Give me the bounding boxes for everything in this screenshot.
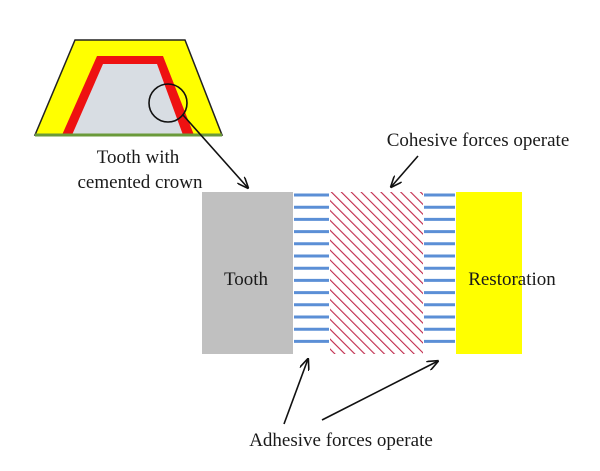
restoration-block <box>456 192 522 354</box>
tooth-block <box>202 192 293 354</box>
tooth-with-label-line1: Tooth with <box>97 147 180 168</box>
cohesive-label: Cohesive forces operate <box>387 130 570 151</box>
tooth-block-label: Tooth <box>224 269 269 290</box>
adhesive-layer-left <box>294 193 329 343</box>
adhesive-arrow-right <box>321 361 438 421</box>
zoom-arrow <box>182 114 248 188</box>
cohesive-arrow <box>391 155 419 187</box>
magnify-circle <box>148 83 188 123</box>
crown-illustration <box>33 39 224 137</box>
restoration-label: Restoration <box>468 269 556 290</box>
tooth-with-label-line2: cemented crown <box>77 172 203 193</box>
adhesive-layer-right <box>424 193 455 343</box>
cohesive-layer <box>330 192 423 354</box>
adhesive-label: Adhesive forces operate <box>249 430 433 451</box>
adhesive-arrow-left <box>283 359 308 425</box>
